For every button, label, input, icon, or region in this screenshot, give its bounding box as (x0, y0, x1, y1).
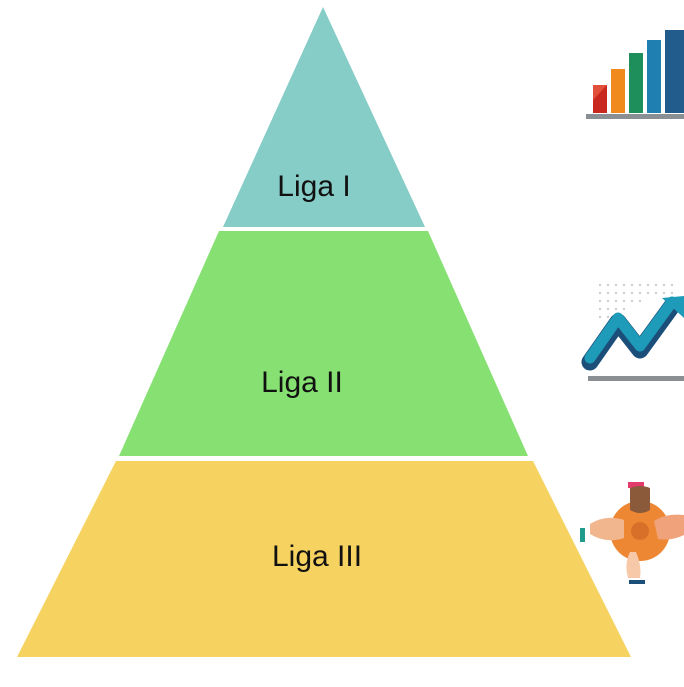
growth-arrow-icon (581, 283, 684, 381)
team-hands-icon (580, 482, 684, 584)
tier-liga-1-shape (223, 7, 425, 227)
tier-liga-2-label: Liga II (261, 366, 343, 399)
tier-liga-1: Liga I (223, 7, 425, 227)
tier-liga-1-label: Liga I (277, 170, 350, 203)
tier-liga-2: Liga II (119, 231, 528, 456)
tier-liga-3-shape (17, 461, 631, 657)
tier-liga-3-label: Liga III (272, 540, 362, 573)
tier-liga-3: Liga III (17, 461, 631, 657)
bar-chart-icon (586, 30, 684, 119)
tier-liga-2-shape (119, 231, 528, 456)
